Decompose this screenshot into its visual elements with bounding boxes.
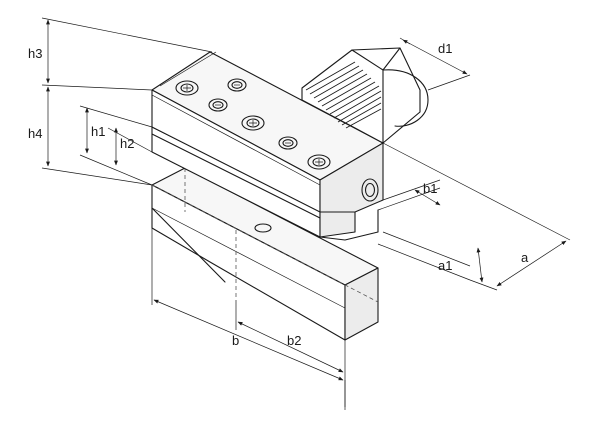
label-h1: h1 (91, 124, 105, 139)
screw-1 (175, 80, 199, 96)
screw-6 (307, 154, 331, 170)
label-b1: b1 (423, 181, 437, 196)
screw-3 (208, 98, 228, 112)
screw-5 (278, 136, 298, 150)
serrated-shank (301, 47, 429, 144)
label-h4: h4 (28, 126, 42, 141)
label-h2: h2 (120, 136, 134, 151)
screw-2 (227, 78, 247, 92)
screw-heads (175, 78, 331, 170)
label-d1: d1 (438, 41, 452, 56)
dimension-labels: h3 h4 h1 h2 d1 b1 a1 a b b2 (28, 41, 529, 348)
label-b2: b2 (287, 333, 301, 348)
label-a1: a1 (438, 258, 452, 273)
label-a: a (521, 250, 529, 265)
dimension-lines (41, 17, 571, 410)
main-body (151, 51, 384, 213)
screw-4 (241, 115, 265, 131)
label-b: b (232, 333, 239, 348)
label-h3: h3 (28, 46, 42, 61)
